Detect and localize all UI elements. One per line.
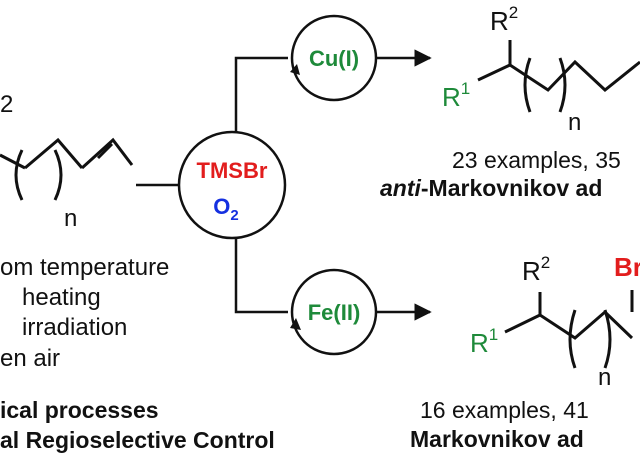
product-top-r2: R2 <box>490 3 518 36</box>
product-bottom-examples: 16 examples, 41 <box>420 397 589 423</box>
reactant-paren-left <box>14 149 24 201</box>
product-bottom-chain <box>539 309 634 340</box>
product-top-repeat-subscript: n <box>568 109 581 136</box>
reactant-alkene <box>80 137 134 170</box>
product-bottom-structure <box>504 290 634 369</box>
cycle-arrow-icon <box>290 64 300 75</box>
product-top-selectivity: anti-Markovnikov ad <box>380 175 602 201</box>
catalyst-top-label: Cu(I) <box>309 46 359 71</box>
product-bottom-br-label: Br <box>614 252 640 282</box>
reagent-circle <box>177 130 287 240</box>
product-bottom-paren-right <box>603 309 612 369</box>
product-bottom-paren-left <box>568 309 577 369</box>
product-top-chain <box>509 59 640 92</box>
reactant-substituent-partial: 2 <box>0 91 13 118</box>
footer-line-2: al Regioselective Control <box>0 427 275 453</box>
footer-line-1: ical processes <box>0 397 159 423</box>
condition-room-temperature: om temperature <box>0 254 169 281</box>
reactant-structure <box>0 137 134 201</box>
condition-irradiation: irradiation <box>22 314 127 341</box>
condition-open-air: en air <box>0 345 60 372</box>
oxidant-label: O2 <box>213 194 238 224</box>
product-top-r1: R1 <box>442 79 470 112</box>
product-top-paren-right <box>558 57 567 113</box>
reagent-label: TMSBr <box>197 158 268 183</box>
catalyst-bottom-label: Fe(II) <box>308 300 361 325</box>
condition-heating: heating <box>22 284 101 311</box>
reactant-chain <box>24 137 84 170</box>
product-bottom-r1: R1 <box>470 325 498 358</box>
branch-bottom <box>234 238 288 314</box>
branch-top <box>234 56 288 132</box>
reactant-paren-right <box>53 149 63 201</box>
reactant-double-bond <box>96 142 114 160</box>
product-bottom-repeat-subscript: n <box>598 364 611 391</box>
reactant-repeat-subscript: n <box>64 205 77 232</box>
product-top-structure <box>477 40 640 113</box>
product-bottom-r2: R2 <box>522 253 550 286</box>
product-bottom-selectivity: Markovnikov ad <box>410 426 584 452</box>
product-bottom-bond <box>504 292 542 334</box>
product-top-bond <box>477 40 512 82</box>
product-top-paren-left <box>523 57 532 113</box>
product-top-examples: 23 examples, 35 <box>452 147 621 173</box>
cycle-arrow-icon <box>290 318 301 330</box>
reactant-bond <box>0 153 26 170</box>
